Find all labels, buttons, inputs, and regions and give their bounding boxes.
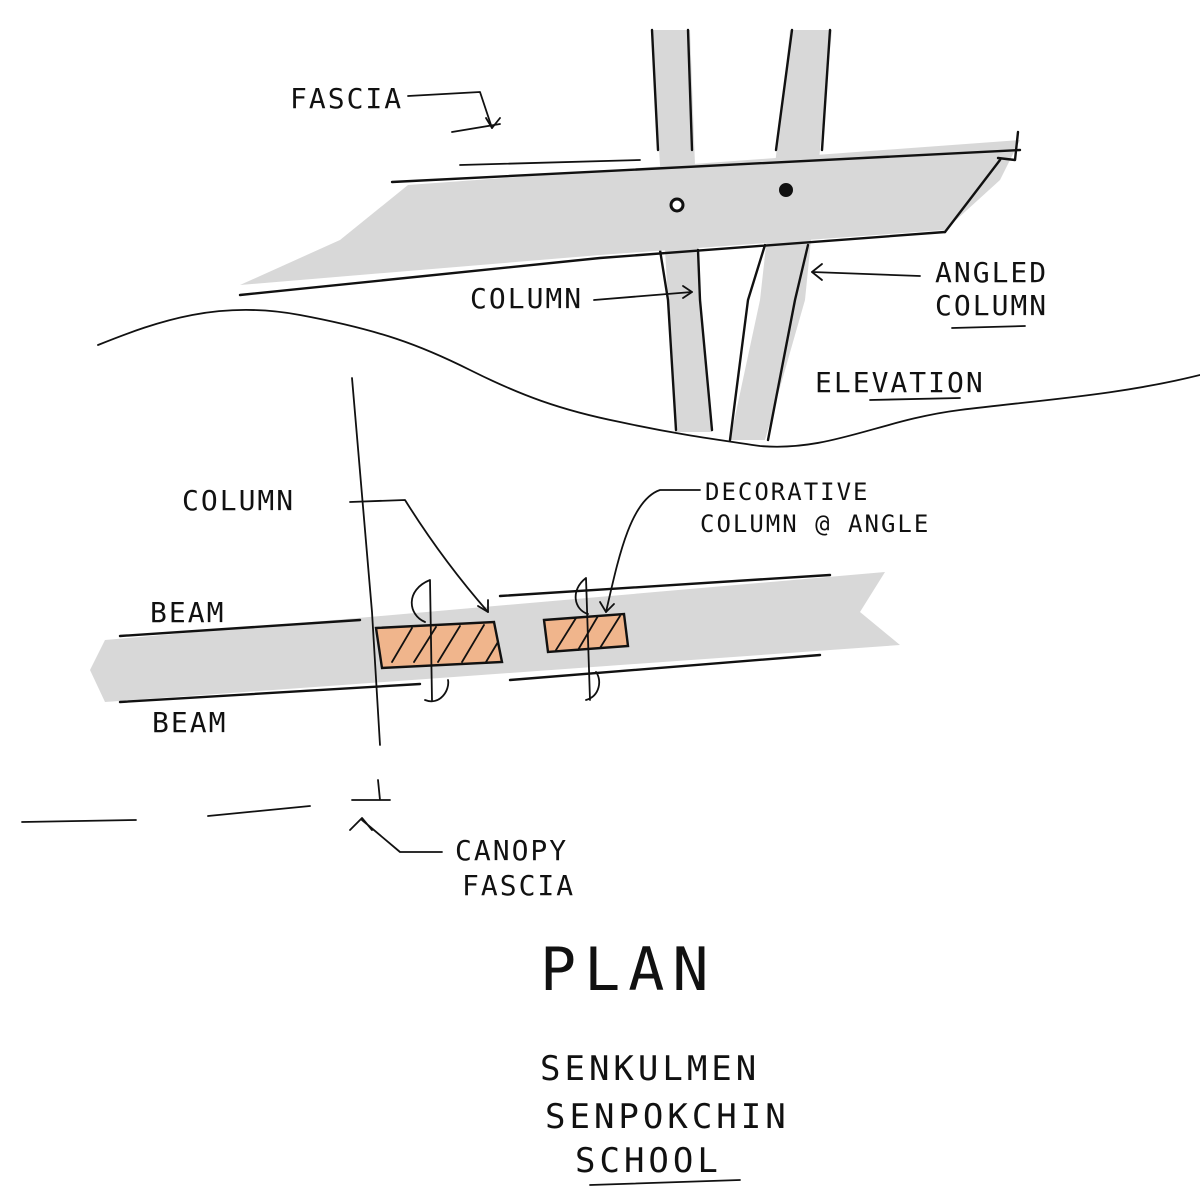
elevation-fascia-label: FASCIA (290, 82, 403, 115)
elevation-bolt-right (779, 183, 793, 197)
elevation-view: FASCIA COLUMN ANGLED COLUMN ELEVATION (97, 28, 1200, 448)
project-name-line1: SENKULMEN (540, 1049, 760, 1089)
elevation-angled-column-right-edge (766, 28, 832, 442)
elevation-ground-line (97, 308, 1200, 448)
elevation-vertical-column-right-edge (686, 28, 714, 432)
plan-grid-line (351, 377, 381, 746)
plan-column-leader (349, 499, 489, 613)
plan-beam-top-label: BEAM (150, 596, 225, 629)
plan-column-rotation-mark (410, 579, 450, 703)
elevation-angled-leader (811, 271, 921, 277)
plan-view-title: PLAN (540, 935, 717, 1005)
project-name-line3: SCHOOL (575, 1141, 722, 1181)
elevation-vertical-column-left-edge (650, 28, 678, 432)
elevation-fascia-bottom-edge (238, 230, 947, 297)
elevation-angled-column-left-edge (728, 28, 794, 442)
elevation-fascia-beam (240, 140, 1020, 285)
elevation-column-leader-arrow (682, 285, 693, 299)
elevation-column-label: COLUMN (470, 282, 583, 315)
project-name-line2: SENPOKCHIN (545, 1097, 790, 1137)
plan-canopy-label-line2: FASCIA (462, 869, 575, 902)
plan-canopy-label-line1: CANOPY (455, 834, 568, 867)
plan-canopy-leader (349, 817, 443, 853)
elevation-title-underline (869, 397, 961, 401)
plan-column-leader-arrow (477, 599, 489, 613)
elevation-bolt-left (669, 197, 685, 213)
elevation-column-leader (593, 291, 693, 301)
plan-decorative-label-line1: DECORATIVE (705, 478, 870, 506)
plan-decorative-leader (605, 489, 701, 613)
plan-decorative-rotation-mark (574, 577, 601, 701)
plan-decorative-label-line2: COLUMN @ ANGLE (700, 510, 930, 538)
elevation-angled-leader-arrow (811, 263, 823, 281)
plan-beam-bottom-edge (118, 653, 822, 704)
elevation-view-title: ELEVATION (815, 366, 985, 399)
plan-decorative-leader-arrow (599, 601, 615, 613)
project-title-underline (589, 1179, 741, 1186)
plan-decorative-column (542, 612, 630, 654)
elevation-angled-column-label-line2: COLUMN (935, 289, 1048, 322)
plan-column-label: COLUMN (182, 484, 295, 517)
project-title-block: SENKULMEN SENPOKCHIN SCHOOL (540, 1049, 790, 1186)
plan-column (374, 620, 504, 670)
plan-view: COLUMN DECORATIVE COLUMN @ ANGLE BEAM BE… (21, 377, 930, 1005)
elevation-fascia-right-end (943, 130, 1020, 234)
plan-beam-top-edge (118, 573, 832, 638)
elevation-fascia-arrow (485, 117, 501, 129)
plan-column-hatch (391, 624, 499, 663)
elevation-fascia-dimension (407, 91, 641, 166)
elevation-fascia-top-edge (390, 148, 1022, 184)
plan-beam-bottom-label: BEAM (152, 706, 227, 739)
plan-canopy-fascia-line (21, 779, 391, 823)
elevation-angled-underline (951, 325, 1026, 329)
elevation-angled-column-label-line1: ANGLED (935, 256, 1048, 289)
